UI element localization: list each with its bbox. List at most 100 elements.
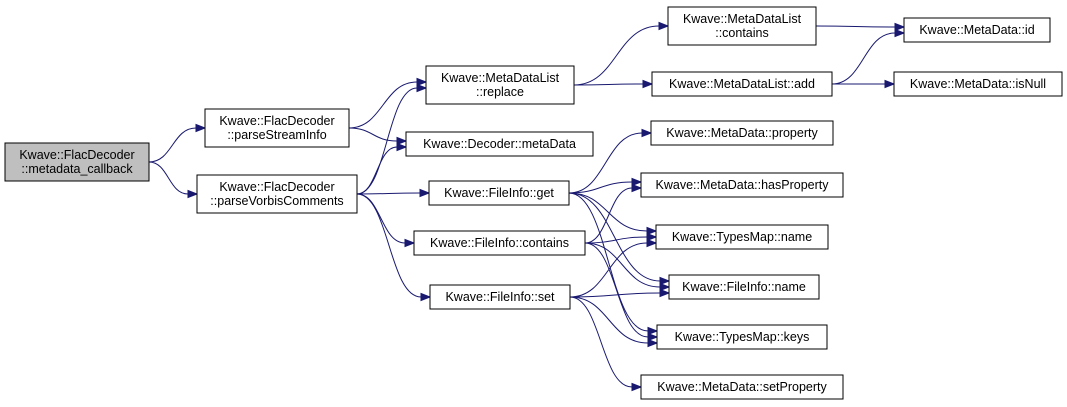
call-edge xyxy=(348,127,408,146)
function-node[interactable]: Kwave::TypesMap::keys xyxy=(656,324,828,350)
edge-line xyxy=(356,146,398,195)
node-box xyxy=(405,131,594,157)
edge-line xyxy=(831,32,896,85)
edge-arrowhead xyxy=(416,77,428,87)
call-edge xyxy=(831,28,906,85)
node-label: Kwave::TypesMap::name xyxy=(672,230,812,244)
edge-arrowhead xyxy=(195,123,207,133)
function-node[interactable]: Kwave::Decoder::metaData xyxy=(405,131,594,157)
edge-line xyxy=(815,25,896,28)
edge-arrowhead xyxy=(642,79,654,89)
node-box xyxy=(893,71,1063,97)
node-box xyxy=(429,284,571,310)
node-label: Kwave::FileInfo::contains xyxy=(430,236,569,250)
function-node[interactable]: Kwave::MetaData::isNull xyxy=(893,71,1063,97)
edge-line xyxy=(584,187,633,244)
call-edge xyxy=(584,183,643,244)
call-edge xyxy=(568,177,643,194)
call-edge xyxy=(148,123,207,163)
function-node[interactable]: Kwave::MetaData::property xyxy=(650,120,834,146)
edge-line xyxy=(569,296,633,388)
call-edge xyxy=(573,79,654,89)
edge-line xyxy=(569,296,649,344)
call-edge xyxy=(584,232,658,244)
call-edge xyxy=(584,242,671,292)
call-edge xyxy=(569,238,658,298)
edge-arrowhead xyxy=(659,282,671,292)
node-box xyxy=(4,142,150,182)
edge-line xyxy=(356,193,406,244)
node-box xyxy=(640,172,844,198)
function-node[interactable]: Kwave::MetaDataList::replace xyxy=(425,65,575,105)
function-node[interactable]: Kwave::FileInfo::name xyxy=(668,274,820,300)
edge-line xyxy=(148,161,189,195)
edge-arrowhead xyxy=(646,232,658,242)
edge-line xyxy=(348,81,418,129)
node-box xyxy=(204,108,350,148)
function-node[interactable]: Kwave::MetaData::hasProperty xyxy=(640,172,844,198)
edge-line xyxy=(568,192,649,332)
function-node[interactable]: Kwave::FlacDecoder::metadata_callback xyxy=(4,142,150,182)
edge-arrowhead xyxy=(631,382,643,392)
call-edge xyxy=(356,188,431,198)
node-box xyxy=(656,324,828,350)
node-label: Kwave::MetaData::property xyxy=(666,126,818,140)
node-label: Kwave::FlacDecoder xyxy=(219,180,334,194)
edge-line xyxy=(569,292,661,298)
call-edge xyxy=(569,296,659,348)
edge-line xyxy=(569,242,648,298)
call-edge xyxy=(148,161,199,199)
edge-line xyxy=(356,192,421,195)
edge-arrowhead xyxy=(647,332,659,342)
call-edge xyxy=(568,128,653,194)
edge-line xyxy=(568,192,661,282)
edge-line xyxy=(568,181,633,194)
edge-line xyxy=(148,127,197,163)
node-label: Kwave::MetaData::isNull xyxy=(910,77,1046,91)
function-node[interactable]: Kwave::FlacDecoder::parseStreamInfo xyxy=(204,108,350,148)
edge-arrowhead xyxy=(659,288,671,298)
node-label: ::parseVorbisComments xyxy=(210,194,343,208)
function-node[interactable]: Kwave::MetaData::setProperty xyxy=(640,374,844,400)
edge-arrowhead xyxy=(396,136,408,146)
function-node[interactable]: Kwave::MetaDataList::contains xyxy=(667,6,817,46)
edge-arrowhead xyxy=(631,183,643,193)
edge-line xyxy=(568,192,648,232)
call-edge xyxy=(569,296,643,392)
edge-line xyxy=(584,242,661,288)
node-label: ::parseStreamInfo xyxy=(227,128,326,142)
call-edge xyxy=(356,193,416,248)
node-box xyxy=(668,274,820,300)
call-edge xyxy=(568,192,658,236)
node-label: Kwave::FileInfo::get xyxy=(444,186,554,200)
node-label: Kwave::MetaDataList xyxy=(683,12,802,26)
call-edge xyxy=(569,288,671,298)
function-node[interactable]: Kwave::FlacDecoder::parseVorbisComments xyxy=(196,174,358,214)
node-label: Kwave::FlacDecoder xyxy=(19,148,134,162)
edge-line xyxy=(356,193,422,298)
node-label: Kwave::MetaDataList::add xyxy=(669,77,815,91)
function-node[interactable]: Kwave::TypesMap::name xyxy=(655,224,829,250)
edge-arrowhead xyxy=(884,79,896,89)
node-label: ::replace xyxy=(476,85,524,99)
edge-arrowhead xyxy=(420,292,432,302)
node-box xyxy=(428,180,570,206)
edge-arrowhead xyxy=(641,128,653,138)
edge-line xyxy=(573,25,660,86)
call-edge xyxy=(815,22,906,32)
node-label: Kwave::MetaData::id xyxy=(919,23,1034,37)
function-node[interactable]: Kwave::FileInfo::set xyxy=(429,284,571,310)
function-node[interactable]: Kwave::MetaDataList::add xyxy=(651,71,833,97)
function-node[interactable]: Kwave::MetaData::id xyxy=(903,17,1051,43)
function-node[interactable]: Kwave::FileInfo::get xyxy=(428,180,570,206)
edge-arrowhead xyxy=(646,238,658,248)
node-label: Kwave::MetaData::hasProperty xyxy=(656,178,830,192)
call-nodes: Kwave::FlacDecoder::metadata_callbackKwa… xyxy=(4,6,1063,400)
call-edge xyxy=(573,21,670,86)
edge-arrowhead xyxy=(647,338,659,348)
call-edge xyxy=(584,242,659,342)
edge-arrowhead xyxy=(416,83,428,93)
edge-line xyxy=(584,236,648,244)
function-node[interactable]: Kwave::FileInfo::contains xyxy=(413,230,586,256)
node-label: Kwave::FileInfo::name xyxy=(682,280,806,294)
